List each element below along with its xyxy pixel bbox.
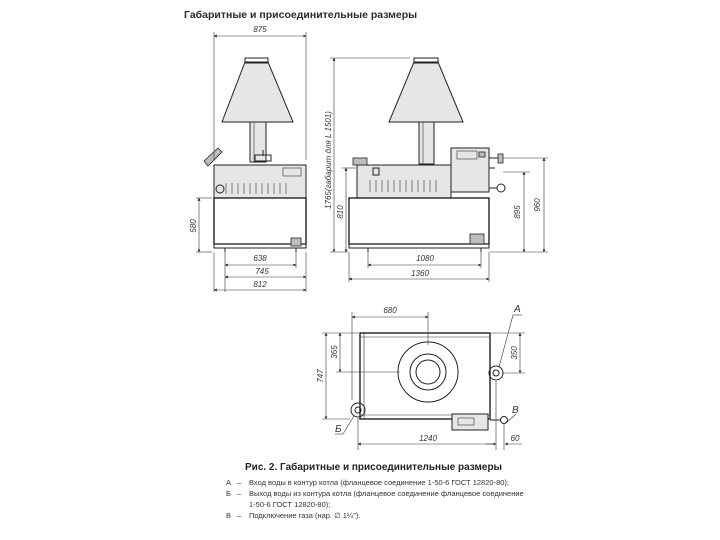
legend-text: Подключение газа (нар. ∅ 1¼"). [249, 511, 361, 520]
legend-dash: – [237, 478, 242, 487]
dim-1360: 1360 [411, 269, 429, 278]
dim-875: 875 [253, 25, 267, 34]
legend-key: А [226, 478, 232, 487]
side-chimney-pipe [418, 121, 435, 165]
dim-1240: 1240 [419, 434, 437, 443]
plan-control-box [451, 413, 489, 431]
connection-legend: А – Вход воды в контур котла (фланцевое … [226, 477, 526, 521]
page-title: Габаритные и присоединительные размеры [184, 9, 418, 21]
legend-key: Б [226, 489, 231, 498]
dim-812: 812 [253, 280, 267, 289]
side-chimney-hood [388, 61, 464, 123]
legend-dash: – [237, 511, 242, 520]
plan-flue-outer [397, 341, 459, 403]
dim-810: 810 [336, 205, 345, 219]
dim-1765: 1765(габарит для L 1501) [324, 111, 333, 209]
front-boiler-body [213, 197, 307, 245]
dim-350: 350 [510, 346, 519, 360]
front-chimney-pipe [249, 121, 267, 163]
legend-item: Б – Выход воды из контура котла (фланцев… [226, 488, 526, 510]
plan-outlet-b [350, 402, 366, 418]
dim-580: 580 [189, 219, 198, 233]
front-view: 875 580 638 745 812 [189, 25, 307, 292]
dim-638: 638 [253, 254, 267, 263]
dim-680: 680 [383, 306, 397, 315]
front-control-panel [213, 164, 307, 199]
front-gas-valve [203, 147, 223, 167]
legend-item: А – Вход воды в контур котла (фланцевое … [226, 477, 526, 488]
dim-960: 960 [533, 198, 542, 212]
legend-text: Выход воды из контура котла (фланцевое с… [249, 489, 524, 509]
legend-dash: – [237, 489, 242, 498]
dim-895: 895 [513, 205, 522, 219]
dim-1080: 1080 [416, 254, 434, 263]
plan-inlet-a [488, 365, 504, 381]
callout-b: Б [335, 424, 342, 435]
legend-item: В – Подключение газа (нар. ∅ 1¼"). [226, 510, 526, 521]
front-chimney-hood [221, 61, 294, 123]
dim-745: 745 [255, 267, 269, 276]
side-top-panel [356, 164, 452, 199]
dim-747: 747 [316, 369, 325, 383]
dim-365: 365 [330, 345, 339, 359]
legend-text: Вход воды в контур котла (фланцевое соед… [249, 478, 509, 487]
plan-gas-v [500, 416, 508, 424]
plan-view: 680 365 747 350 1240 60 А Б В [316, 304, 525, 450]
callout-v: В [512, 405, 519, 416]
side-boiler-body [348, 197, 490, 245]
legend-key: В [226, 511, 232, 520]
dim-60: 60 [511, 434, 520, 443]
plan-boiler-outline [359, 332, 491, 420]
side-view: 1765(габарит для L 1501) 810 1080 1360 8… [324, 57, 548, 282]
figure-caption: Рис. 2. Габаритные и присоединительные р… [245, 462, 503, 473]
callout-a: А [513, 304, 521, 315]
